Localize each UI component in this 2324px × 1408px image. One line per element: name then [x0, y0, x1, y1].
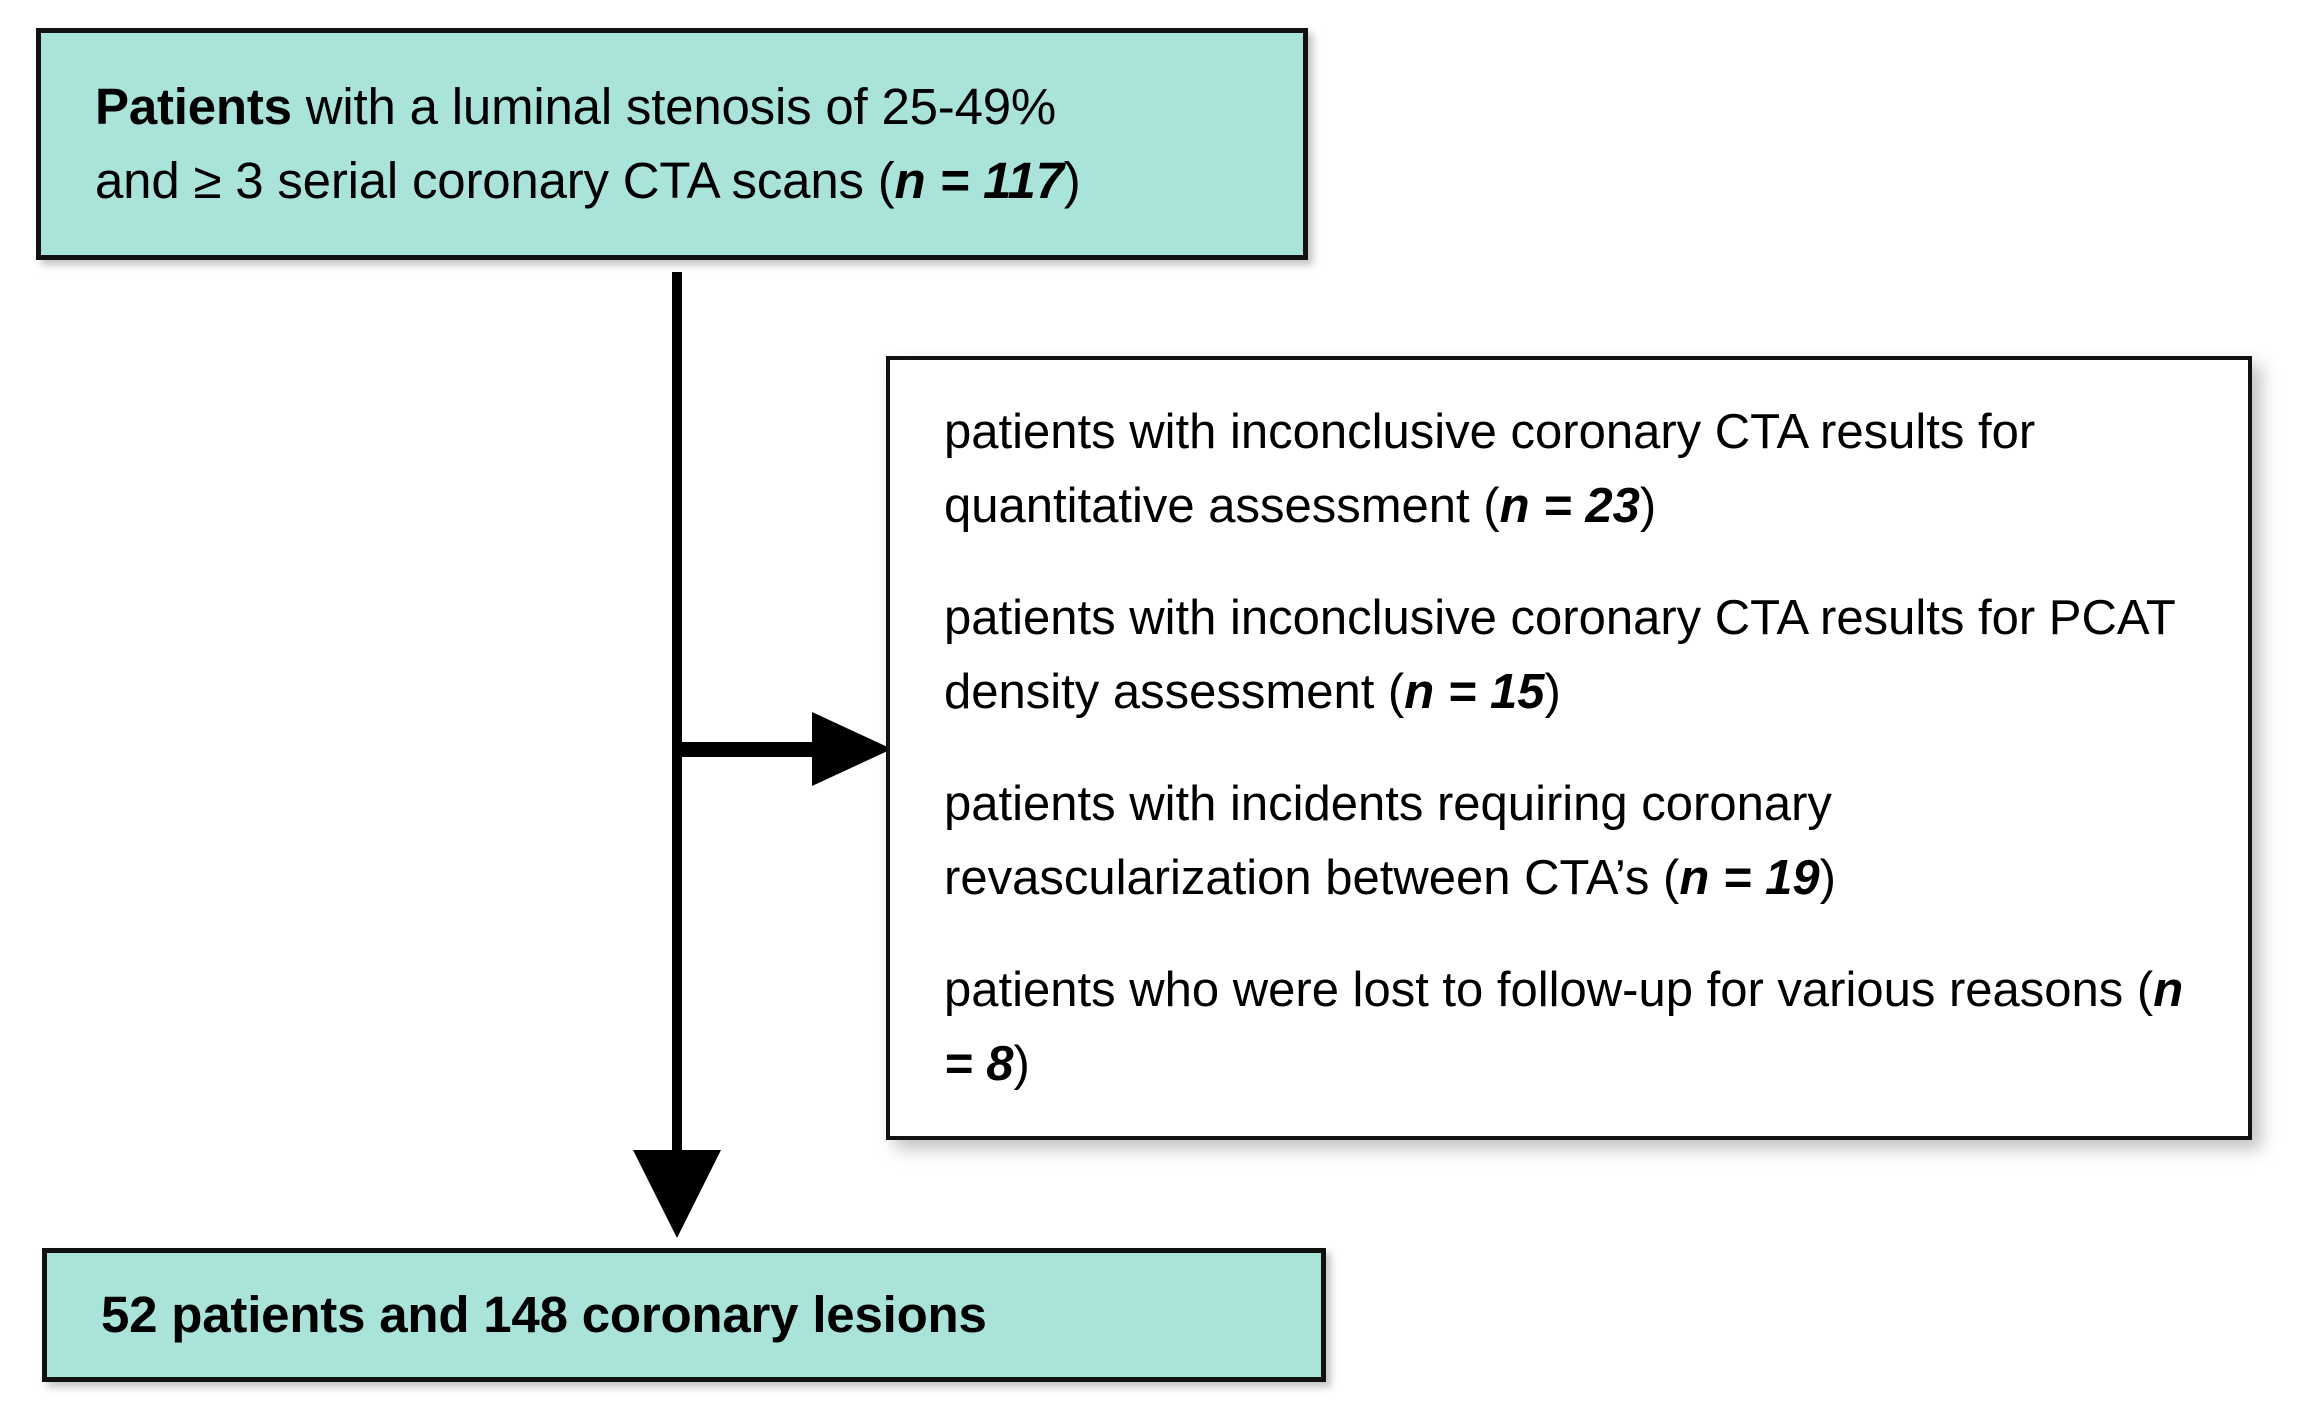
exclusion-item-text-post: ) [1819, 851, 1836, 905]
final-cohort-label: 52 patients and 148 coronary lesions [101, 1286, 987, 1343]
cohort-start-line-1-bold: Patients [95, 78, 292, 135]
cohort-start-line-1: Patients with a luminal stenosis of 25-4… [41, 70, 1303, 144]
cohort-start-line-2: and ≥ 3 serial coronary CTA scans (n = 1… [41, 144, 1303, 218]
exclusion-item: patients with inconclusive coronary CTA … [890, 395, 2248, 543]
cohort-start-n-value: n = 117 [894, 152, 1064, 209]
exclusion-item-text-post: ) [1639, 479, 1657, 533]
exclusion-branch-arrowhead-icon [812, 712, 892, 786]
exclusion-item-n-value: n = 23 [1499, 479, 1640, 533]
cohort-start-line-2-post: ) [1063, 152, 1081, 209]
exclusion-item-n-value: n = 8 [944, 963, 2184, 1091]
exclusion-item-n-value: n = 19 [1679, 851, 1820, 905]
exclusion-item-n-value: n = 15 [1404, 665, 1545, 719]
exclusion-item-text-post: ) [1544, 665, 1561, 719]
cohort-start-line-1-rest: with a luminal stenosis of 25-49% [291, 78, 1057, 135]
cohort-start-line-2-pre: and ≥ 3 serial coronary CTA scans ( [95, 152, 895, 209]
cohort-start-box: Patients with a luminal stenosis of 25-4… [36, 28, 1308, 260]
final-cohort-box: 52 patients and 148 coronary lesions [42, 1248, 1326, 1382]
main-flow-connector-line [672, 272, 682, 1156]
exclusion-criteria-box: patients with inconclusive coronary CTA … [886, 356, 2252, 1140]
exclusion-item: patients who were lost to follow-up for … [890, 953, 2248, 1101]
exclusion-item-text: patients with incidents requiring corona… [944, 777, 1832, 905]
exclusion-item-text: patients with inconclusive coronary CTA … [944, 591, 2175, 719]
exclusion-item-text: patients who were lost to follow-up for … [944, 963, 2154, 1017]
exclusion-item-text: patients with inconclusive coronary CTA … [944, 405, 2036, 533]
exclusion-item: patients with inconclusive coronary CTA … [890, 581, 2248, 729]
exclusion-item: patients with incidents requiring corona… [890, 767, 2248, 915]
exclusion-item-text-post: ) [1013, 1037, 1030, 1091]
exclusion-branch-line [672, 742, 820, 757]
final-flow-arrowhead-icon [633, 1150, 721, 1238]
